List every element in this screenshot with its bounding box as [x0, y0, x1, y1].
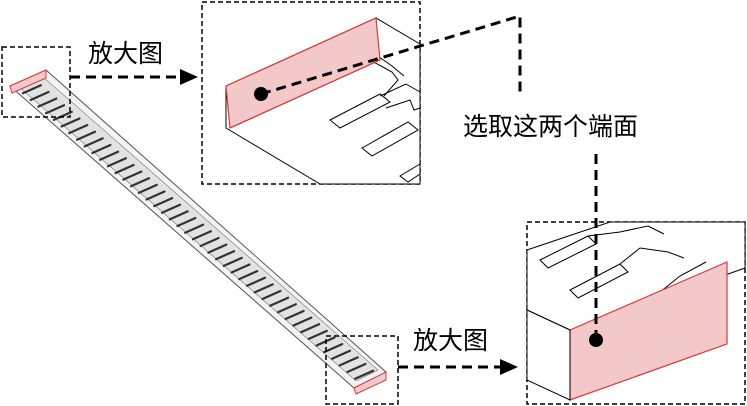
contact-slot	[91, 143, 112, 155]
contact-slot	[269, 296, 290, 307]
contact-slot	[145, 190, 166, 201]
zoom-region-bottom	[325, 335, 399, 405]
contact-slot	[191, 230, 212, 241]
contact-slot	[98, 150, 120, 161]
contact-slot	[29, 90, 50, 102]
contact-slot	[323, 343, 344, 354]
contact-slot	[75, 130, 97, 141]
contact-slot	[60, 117, 81, 128]
contact-slot	[245, 276, 267, 287]
contact-slot	[299, 323, 321, 334]
contact-slot	[354, 369, 375, 380]
contact-slot	[253, 283, 274, 294]
contact-slot	[153, 197, 174, 208]
zoom-arrow-top	[70, 69, 198, 85]
zoom-label-bottom: 放大图	[413, 326, 488, 355]
end-face-top-small	[9, 69, 47, 94]
contact-slot	[346, 362, 367, 374]
contact-slot	[176, 216, 197, 228]
zoom-region-top	[1, 46, 71, 118]
contact-slot	[222, 256, 243, 267]
contact-slot	[68, 123, 89, 135]
contact-slot	[284, 309, 305, 321]
contact-slot	[330, 349, 352, 360]
contact-slot	[338, 356, 359, 367]
contact-slots	[21, 84, 375, 380]
zoom-label-top: 放大图	[88, 39, 163, 68]
contact-slot	[184, 223, 205, 234]
contact-slot	[199, 236, 220, 248]
leader-line-top	[260, 13, 522, 96]
contact-slot	[276, 303, 297, 314]
contact-slot	[307, 329, 328, 340]
contact-slot	[207, 243, 228, 254]
contact-slot	[122, 170, 143, 181]
select-faces-label: 选取这两个端面	[463, 112, 638, 141]
contact-slot	[129, 177, 151, 188]
zoom-view-top	[201, 1, 421, 185]
contact-slot	[106, 157, 128, 168]
contact-slot	[114, 163, 135, 175]
contact-slot	[137, 183, 158, 194]
zoom-view-bottom	[526, 221, 746, 405]
contact-slot	[168, 210, 189, 221]
end-face-bottom-small	[353, 371, 387, 395]
contact-slot	[52, 110, 73, 122]
contact-slot	[37, 97, 58, 108]
contact-slot	[21, 84, 43, 95]
zoom-arrow-bottom	[398, 359, 518, 375]
contact-slot	[292, 316, 313, 327]
contact-slot	[160, 203, 182, 214]
contact-slot	[238, 270, 259, 281]
connector-part	[9, 69, 387, 395]
contact-slot	[230, 263, 251, 274]
contact-slot	[261, 289, 282, 301]
contact-slot	[44, 104, 66, 115]
contact-slot	[83, 137, 104, 148]
contact-slot	[214, 250, 236, 261]
